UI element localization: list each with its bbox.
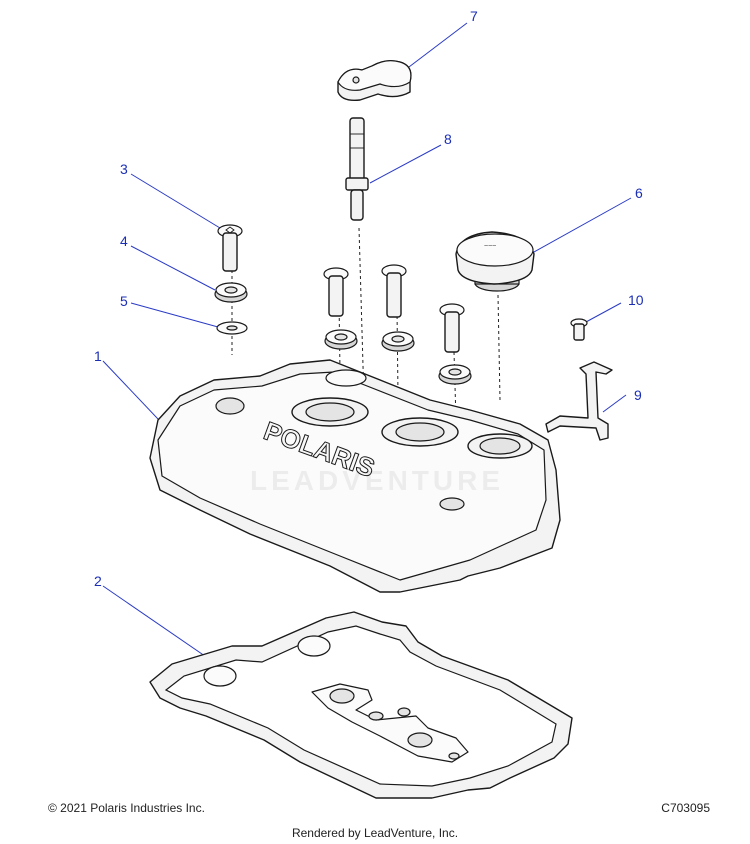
callout-8: 8 (444, 131, 452, 147)
part-6-oil-cap: ~~~ (455, 231, 535, 292)
callout-6: 6 (635, 185, 643, 201)
callout-3: 3 (120, 161, 128, 177)
cover-grommets (324, 329, 472, 385)
diagram-code: C703095 (661, 801, 710, 815)
callout-10: 10 (628, 292, 644, 308)
cover-bolts (323, 264, 465, 353)
rendered-by-text: Rendered by LeadVenture, Inc. (291, 826, 459, 840)
part-8-breather-fitting (345, 117, 369, 221)
parts-diagram: 1 2 3 4 5 6 7 8 9 10 (94, 8, 644, 799)
copyright-text: © 2021 Polaris Industries Inc. (48, 801, 205, 815)
part-5-washer (216, 321, 248, 335)
callout-5: 5 (120, 293, 128, 309)
callout-2: 2 (94, 573, 102, 589)
callout-9: 9 (634, 387, 642, 403)
part-7-plug (337, 59, 412, 102)
part-10-screw (570, 318, 588, 341)
callout-4: 4 (120, 233, 128, 249)
callout-1: 1 (94, 348, 102, 364)
part-1-valve-cover: POLARIS (149, 359, 561, 593)
svg-text:~~~: ~~~ (484, 243, 496, 250)
part-2-gasket (149, 611, 573, 799)
part-9-bracket (545, 361, 613, 441)
callout-7: 7 (470, 8, 478, 24)
watermark: LEADVENTURE (250, 465, 504, 496)
part-3-bolt (217, 224, 243, 272)
part-4-grommet (214, 282, 248, 303)
